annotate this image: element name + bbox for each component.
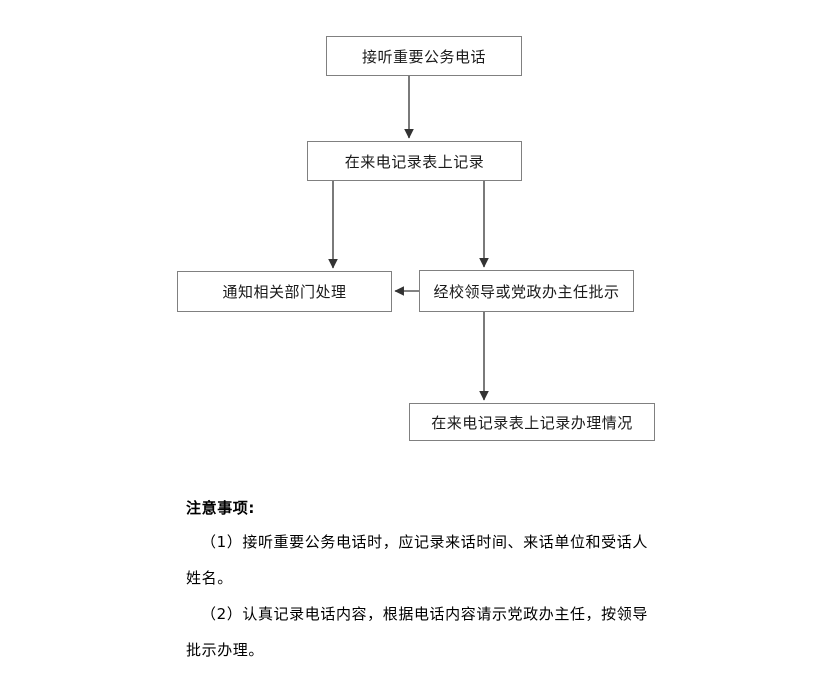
note-item-2-line-1: （2）认真记录电话内容，根据电话内容请示党政办主任，按领导 — [201, 605, 648, 623]
flowchart-canvas: 接听重要公务电话 在来电记录表上记录 通知相关部门处理 经校领导或党政办主任批示… — [177, 36, 655, 441]
note-item-1-line-1: （1）接听重要公务电话时，应记录来话时间、来话单位和受话人 — [201, 533, 648, 551]
flow-node-answer-call[interactable]: 接听重要公务电话 — [326, 36, 522, 76]
flow-node-log-record[interactable]: 在来电记录表上记录 — [307, 141, 522, 181]
flow-node-notify-dept[interactable]: 通知相关部门处理 — [177, 271, 392, 312]
flow-node-log-handling[interactable]: 在来电记录表上记录办理情况 — [409, 403, 655, 441]
notes-heading: 注意事项: — [186, 499, 255, 517]
note-item-1-line-2: 姓名。 — [186, 569, 233, 587]
note-item-2-line-2: 批示办理。 — [186, 641, 265, 659]
flow-node-leader-review[interactable]: 经校领导或党政办主任批示 — [419, 270, 634, 312]
notes-section: 注意事项: （1）接听重要公务电话时，应记录来话时间、来话单位和受话人 姓名。 … — [186, 492, 656, 668]
